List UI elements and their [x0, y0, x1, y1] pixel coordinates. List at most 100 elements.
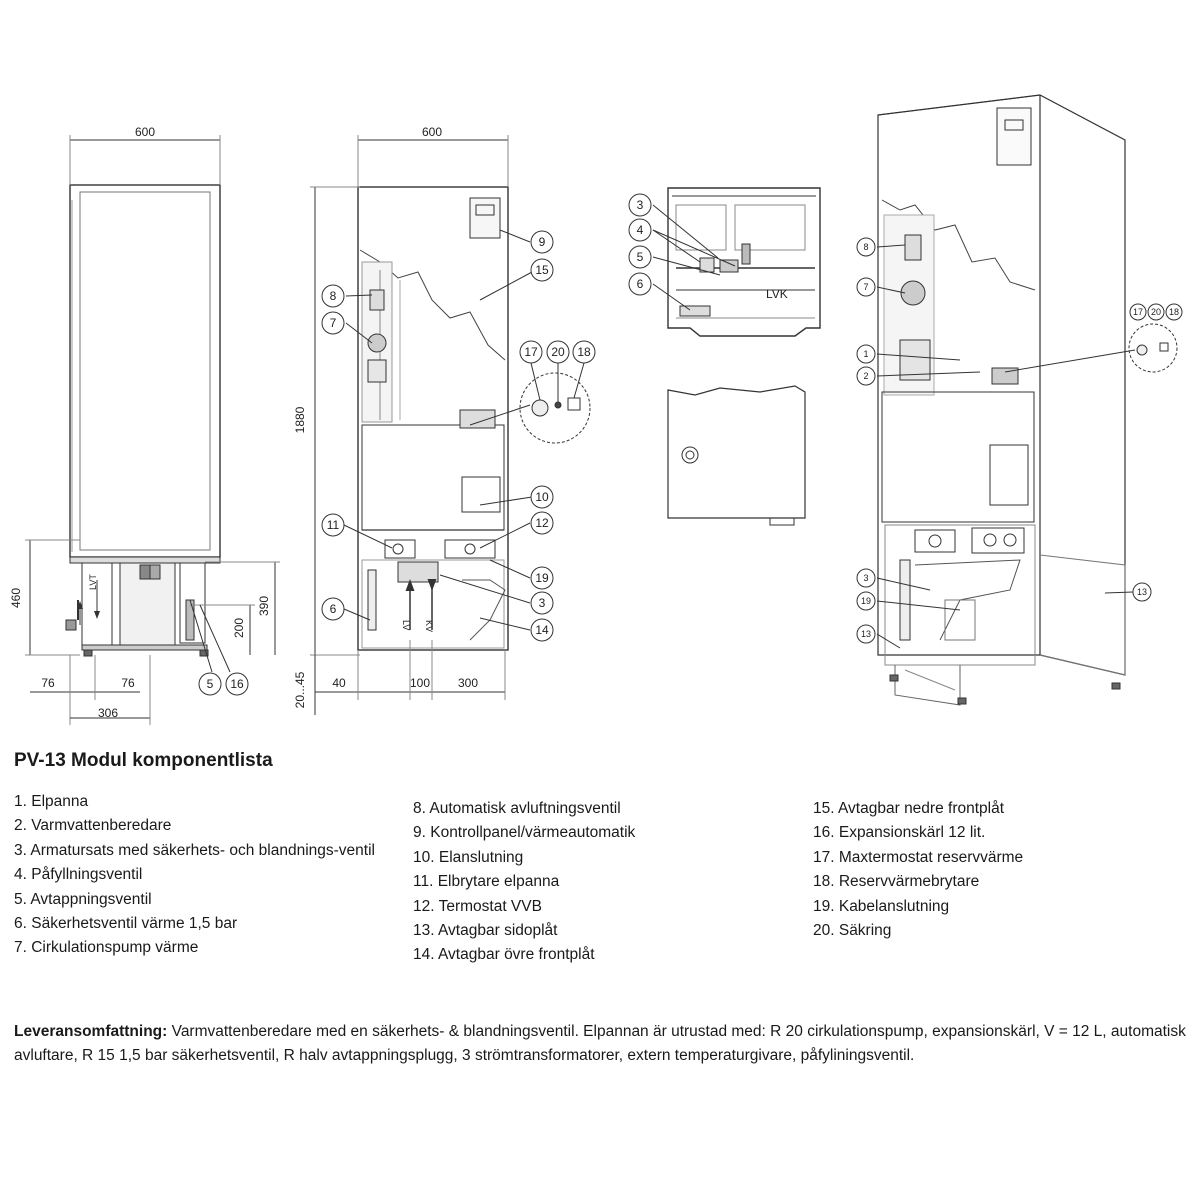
- component-list-col3: 15. Avtagbar nedre frontplåt 16. Expansi…: [813, 797, 1023, 943]
- iso-callout-13-right: 13: [1132, 582, 1152, 602]
- svg-text:17: 17: [1133, 307, 1143, 317]
- pipe-label-lvk: LVK: [766, 287, 788, 301]
- callout-18: 18: [572, 340, 596, 364]
- callout-17: 17: [519, 340, 543, 364]
- pipe-label-lv: LV: [401, 620, 411, 630]
- callout-top-6: 6: [628, 272, 652, 296]
- svg-text:7: 7: [330, 316, 337, 330]
- svg-text:11: 11: [327, 518, 340, 532]
- callout-3: 3: [530, 591, 554, 615]
- component-list-col1: 1. Elpanna 2. Varmvattenberedare 3. Arma…: [14, 790, 394, 961]
- dim-width-front: 600: [422, 125, 442, 139]
- detail-thermostat: [519, 362, 591, 444]
- callout-11: 11: [321, 513, 345, 537]
- callout-19: 19: [530, 566, 554, 590]
- svg-text:14: 14: [535, 623, 549, 637]
- component-item: 10. Elanslutning: [413, 848, 524, 866]
- dim-height-base: 460: [9, 588, 23, 608]
- callout-15: 15: [530, 258, 554, 282]
- callout-20: 20: [546, 340, 570, 364]
- svg-text:13: 13: [861, 629, 871, 639]
- callout-10: 10: [530, 485, 554, 509]
- component-item: 16. Expansionskärl 12 lit.: [813, 824, 986, 842]
- delivery-text: Varmvattenberedare med en säkerhets- & b…: [14, 1023, 1186, 1064]
- technical-drawing: 600 460 390 200 76 76 306 LVT 5 16: [9, 94, 1183, 725]
- component-item: 4. Påfyllningsventil: [14, 866, 143, 884]
- component-item: 17. Maxtermostat reservvärme: [813, 848, 1024, 866]
- svg-text:4: 4: [637, 223, 644, 237]
- callout-7: 7: [321, 311, 345, 335]
- dim-76-right: 76: [121, 676, 135, 690]
- component-item: 1. Elpanna: [14, 793, 89, 810]
- callout-16: 16: [225, 672, 249, 696]
- front-view: [310, 135, 533, 715]
- iso-callout-17: 17: [1129, 303, 1147, 321]
- component-item: 18. Reservvärmebrytare: [813, 873, 980, 891]
- component-item: 12. Termostat VVB: [413, 897, 542, 915]
- svg-text:16: 16: [230, 677, 244, 691]
- svg-text:17: 17: [524, 345, 538, 359]
- svg-text:8: 8: [863, 242, 868, 252]
- svg-text:8: 8: [330, 289, 337, 303]
- iso-callout-20: 20: [1147, 303, 1165, 321]
- dim-76-left: 76: [41, 676, 55, 690]
- svg-text:20: 20: [1151, 307, 1161, 317]
- svg-text:6: 6: [330, 602, 337, 616]
- svg-text:3: 3: [863, 573, 868, 583]
- svg-text:13: 13: [1137, 587, 1147, 597]
- side-view: [25, 135, 280, 725]
- component-item: 13. Avtagbar sidoplåt: [413, 922, 558, 940]
- svg-text:18: 18: [577, 345, 591, 359]
- component-item: 20. Säkring: [813, 922, 892, 940]
- component-list-title: PV-13 Modul komponentlista: [14, 750, 273, 771]
- component-item: 14. Avtagbar övre frontplåt: [413, 946, 595, 964]
- dim-40: 40: [332, 676, 346, 690]
- svg-text:7: 7: [863, 282, 868, 292]
- component-item: 3. Armatursats med säkerhets- och blandn…: [14, 841, 375, 859]
- iso-callout-13-left: 13: [856, 624, 876, 644]
- dim-200: 200: [232, 618, 246, 638]
- dim-300: 300: [458, 676, 478, 690]
- component-item: 15. Avtagbar nedre frontplåt: [813, 800, 1005, 817]
- callout-8: 8: [321, 284, 345, 308]
- iso-detail: [1128, 323, 1178, 373]
- pipe-label-base: LVT: [88, 574, 98, 590]
- component-item: 6. Säkerhetsventil värme 1,5 bar: [14, 915, 238, 933]
- svg-text:12: 12: [535, 516, 549, 530]
- component-item: 9. Kontrollpanel/värmeautomatik: [413, 824, 636, 842]
- isometric-view: [876, 94, 1136, 706]
- component-item: 19. Kabelanslutning: [813, 897, 950, 915]
- callout-6: 6: [321, 597, 345, 621]
- svg-text:5: 5: [207, 677, 214, 691]
- callout-9: 9: [530, 230, 554, 254]
- svg-text:18: 18: [1169, 307, 1179, 317]
- component-item: 2. Varmvattenberedare: [14, 817, 172, 835]
- top-view: [652, 187, 821, 526]
- iso-callout-2: 2: [856, 366, 876, 386]
- callout-5: 5: [198, 672, 222, 696]
- callout-12: 12: [530, 511, 554, 535]
- component-list-col2: 8. Automatisk avluftningsventil 9. Kontr…: [413, 797, 635, 968]
- dim-20-45: 20...45: [293, 671, 307, 708]
- iso-callout-18: 18: [1165, 303, 1183, 321]
- svg-text:1: 1: [863, 349, 868, 359]
- iso-callout-3: 3: [856, 568, 876, 588]
- pipe-label-kv: KV: [424, 620, 434, 632]
- component-item: 7. Cirkulationspump värme: [14, 939, 199, 957]
- iso-callout-7: 7: [856, 277, 876, 297]
- svg-text:19: 19: [861, 596, 871, 606]
- dim-306: 306: [98, 706, 118, 720]
- delivery-scope: Leveransomfattning: Varmvattenberedare m…: [14, 1020, 1186, 1068]
- iso-callout-1: 1: [856, 344, 876, 364]
- callout-top-5: 5: [628, 245, 652, 269]
- delivery-label: Leveransomfattning:: [14, 1023, 168, 1040]
- callout-top-4: 4: [628, 218, 652, 242]
- iso-callout-8: 8: [856, 237, 876, 257]
- svg-text:3: 3: [539, 596, 546, 610]
- svg-text:15: 15: [535, 263, 549, 277]
- callout-14: 14: [530, 618, 554, 642]
- svg-text:20: 20: [551, 345, 565, 359]
- svg-text:3: 3: [637, 198, 644, 212]
- component-item: 8. Automatisk avluftningsventil: [413, 800, 621, 817]
- svg-text:9: 9: [539, 235, 546, 249]
